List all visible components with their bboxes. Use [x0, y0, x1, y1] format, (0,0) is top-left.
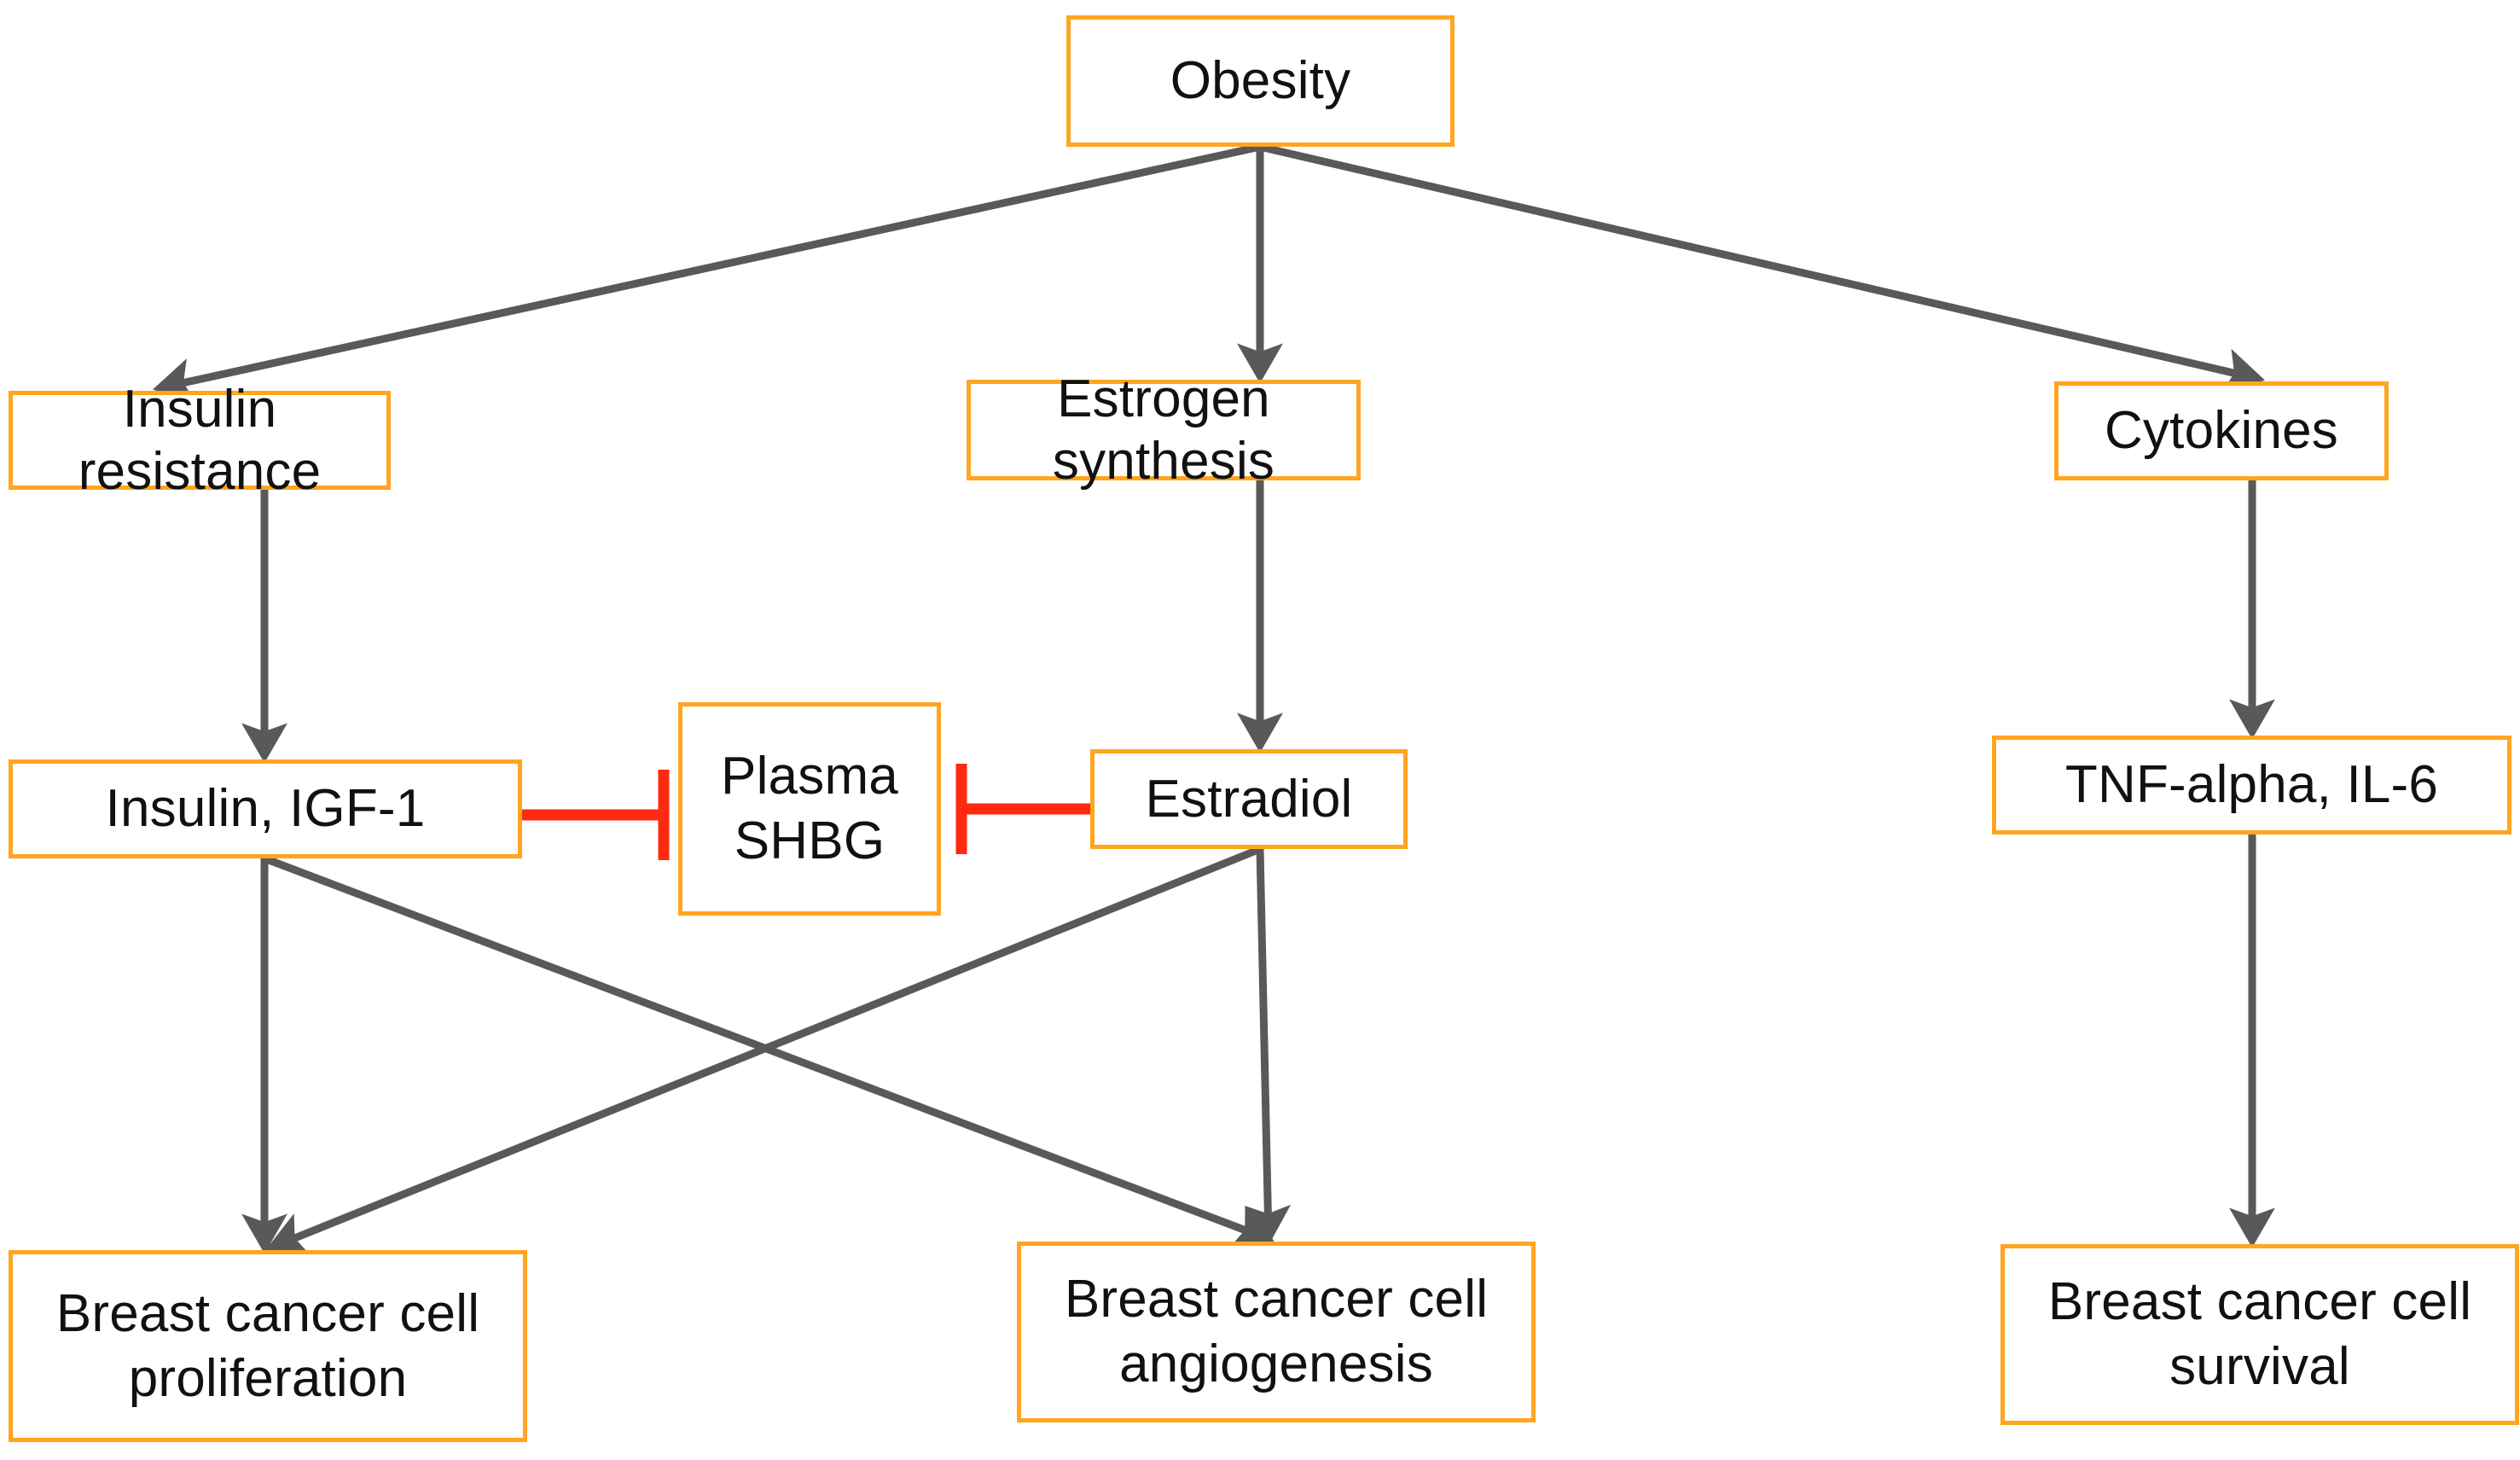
edge-estradiol-to-angiogenesis — [1245, 848, 1292, 1246]
node-label: Obesity — [1170, 51, 1351, 111]
node-label: Estradiol — [1145, 769, 1353, 829]
node-label: Plasma SHBG — [721, 747, 898, 870]
node-bcc_angio[interactable]: Breast cancer cell angiogenesis — [1017, 1242, 1536, 1422]
activation-arrow-icon — [1258, 143, 2266, 394]
node-bcc_prolif[interactable]: Breast cancer cell proliferation — [9, 1250, 527, 1442]
activation-arrow-icon — [1245, 848, 1292, 1246]
activation-arrow-icon — [152, 143, 1261, 404]
node-estrogen_synth[interactable]: Estrogen synthesis — [967, 369, 1361, 491]
node-obesity[interactable]: Obesity — [1066, 15, 1455, 147]
node-label: Insulin resistance — [78, 379, 322, 501]
node-label: Breast cancer cell survival — [2047, 1272, 2472, 1396]
node-label: Estrogen synthesis — [1052, 369, 1275, 491]
node-label: Breast cancer cell angiogenesis — [1064, 1270, 1489, 1393]
node-label: TNF-alpha, IL-6 — [2064, 755, 2439, 815]
node-estradiol[interactable]: Estradiol — [1090, 749, 1408, 849]
edge-obesity-to-insulin-resistance — [152, 143, 1261, 404]
node-insulin_igf1[interactable]: Insulin, IGF-1 — [9, 759, 522, 858]
edge-estradiol-inhibits-shbg — [955, 764, 1090, 854]
edge-insulin-inhibits-shbg — [522, 770, 670, 860]
edge-obesity-to-cytokines — [1258, 143, 2266, 394]
node-insulin_res[interactable]: Insulin resistance — [9, 380, 391, 501]
node-cytokines[interactable]: Cytokines — [2054, 381, 2389, 480]
node-tnf_il6[interactable]: TNF-alpha, IL-6 — [1992, 736, 2511, 835]
node-plasma_shbg[interactable]: Plasma SHBG — [678, 702, 941, 916]
node-label: Insulin, IGF-1 — [105, 779, 426, 839]
node-label: Breast cancer cell proliferation — [55, 1283, 480, 1408]
node-label: Cytokines — [2104, 401, 2339, 461]
node-bcc_survival[interactable]: Breast cancer cell survival — [2000, 1244, 2519, 1425]
